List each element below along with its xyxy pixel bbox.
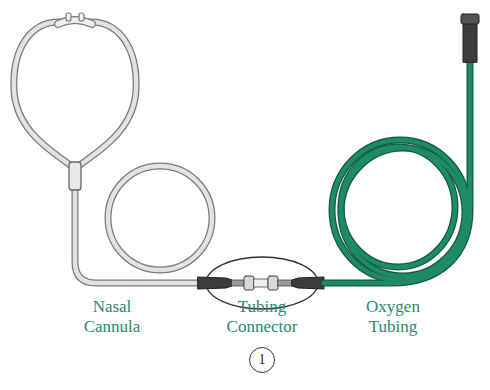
nasal-prong-bridge-fill [58, 20, 92, 24]
part-label: Nasal Cannula [72, 297, 152, 337]
part-label: Oxygen Tubing [353, 297, 433, 337]
swivel-connector [254, 279, 268, 287]
oxygen-tube [324, 60, 470, 283]
cannula-fitting [198, 277, 232, 289]
swivel-connector [244, 276, 254, 290]
oxygen-fitting [292, 277, 324, 289]
swivel-connector [268, 276, 278, 290]
nasal-prong-bridge [58, 20, 92, 24]
callout-text: 1 [259, 352, 266, 368]
supply-fitting-cap [461, 14, 479, 24]
nasal-prong [66, 13, 71, 21]
cannula-tube-outline [14, 22, 212, 283]
fitting-stem [232, 280, 244, 286]
supply-fitting [463, 22, 477, 62]
cannula-tube [14, 22, 212, 283]
callout-number: 1 [249, 347, 275, 373]
bolo-slider [69, 162, 81, 190]
part-label: Tubing Connector [222, 297, 302, 337]
oxygen-tube-outline [324, 60, 470, 283]
fitting-stem [278, 280, 292, 286]
nasal-prong [79, 13, 84, 21]
